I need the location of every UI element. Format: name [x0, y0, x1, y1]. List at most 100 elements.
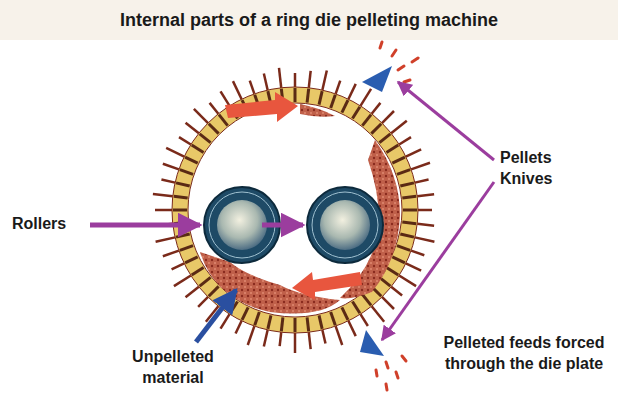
unpelleted-material — [300, 104, 335, 117]
die-hole — [229, 301, 239, 314]
die-hole — [396, 244, 410, 251]
die-hole — [199, 276, 212, 287]
die-hole — [379, 133, 392, 144]
part-label: Rollers — [12, 214, 92, 235]
die-hole — [218, 114, 229, 127]
die-hole — [370, 123, 382, 135]
die-hole — [361, 114, 372, 127]
die-hole — [191, 144, 204, 154]
pellet-spike — [166, 148, 184, 157]
rotation-arrow — [292, 272, 362, 300]
die-hole — [400, 233, 414, 239]
die-hole — [318, 91, 324, 105]
pellet-spike — [250, 81, 255, 94]
ring-die-inner — [188, 103, 402, 317]
die-hole — [179, 244, 193, 251]
die-hole — [396, 168, 410, 175]
pellet-spike — [399, 275, 416, 286]
pellet-spike — [153, 194, 173, 196]
pellet-spike — [336, 81, 341, 94]
die-hole — [191, 266, 204, 276]
pellet-spike — [294, 73, 297, 87]
pellet-spike — [417, 194, 434, 196]
pellet-spike — [360, 89, 371, 106]
pellet-spike — [280, 332, 282, 346]
title-band — [0, 0, 618, 40]
die-hole — [318, 315, 324, 329]
die-hole — [294, 88, 297, 102]
pellet-spike — [236, 321, 242, 334]
die-hole — [173, 209, 187, 212]
pellet-spike — [248, 326, 255, 345]
die-hole — [306, 317, 311, 331]
leader-arrow — [382, 182, 494, 340]
die-hole — [402, 221, 416, 226]
pellet-knife — [362, 66, 392, 92]
ring-die — [180, 95, 410, 325]
die-hole — [400, 181, 414, 187]
pellet-spike — [221, 91, 230, 105]
die-hole — [294, 318, 297, 332]
roller — [307, 187, 383, 263]
pellet-spike — [186, 287, 199, 298]
die-holes — [173, 88, 417, 332]
pellet-spike — [233, 81, 242, 99]
die-hole — [392, 256, 406, 265]
leader-arrow — [262, 223, 303, 228]
die-hole — [179, 168, 193, 175]
pellet-spike — [279, 68, 281, 88]
pellet-spike — [336, 326, 343, 345]
die-hole — [199, 133, 212, 144]
pellet-spike — [391, 287, 402, 296]
pellet-spike — [417, 224, 434, 226]
pellet-spike — [418, 209, 432, 212]
part-label: Unpelleted material — [108, 347, 238, 389]
output-label: Pelleted feeds forced through the die pl… — [438, 333, 610, 375]
pellet-spike — [163, 251, 179, 257]
die-hole — [386, 144, 399, 154]
pellet-spike — [186, 123, 199, 134]
die-hole — [361, 294, 372, 307]
die-hole — [184, 256, 198, 265]
die-hole — [253, 311, 260, 325]
die-hole — [176, 181, 190, 187]
pellet-spike — [415, 180, 429, 183]
ring-die-outer — [172, 87, 418, 333]
pellet-spike — [391, 121, 407, 133]
pellet-spike — [415, 237, 434, 241]
die-hole — [329, 311, 336, 325]
die-hole — [392, 156, 406, 165]
pellet-spike — [411, 163, 430, 170]
pellet-spike — [264, 330, 268, 347]
die-hole — [402, 195, 416, 200]
die-hole — [174, 195, 188, 200]
die-hole — [176, 233, 190, 239]
pellet-spike — [406, 149, 421, 156]
die-hole — [341, 307, 350, 321]
pellet-spike — [294, 333, 297, 353]
pellet-spike — [382, 111, 394, 123]
pellet-spike — [382, 297, 394, 309]
die-hole — [351, 301, 361, 314]
die-hole — [208, 285, 220, 297]
pellet-spike — [322, 330, 325, 344]
pellet-spike — [322, 71, 326, 90]
pellet-spike — [210, 103, 219, 114]
pellet-spike — [174, 275, 191, 286]
die-hole — [184, 156, 198, 165]
pellet-spike — [372, 103, 381, 114]
pellet-spike — [194, 109, 208, 123]
pellet-spike — [348, 84, 355, 99]
pellet-spike — [179, 137, 191, 144]
pellet-spike — [372, 306, 384, 322]
pellet-spike — [411, 251, 424, 256]
pellet-spike — [348, 321, 355, 336]
die-hole — [241, 307, 250, 321]
pellet-spike — [163, 164, 179, 170]
pellet-spike — [155, 209, 172, 212]
pellet-spike — [309, 332, 311, 349]
die-hole — [306, 89, 311, 103]
leader-arrow — [90, 223, 200, 228]
pellet-spike — [161, 180, 175, 183]
rotation-arrow — [225, 92, 298, 122]
